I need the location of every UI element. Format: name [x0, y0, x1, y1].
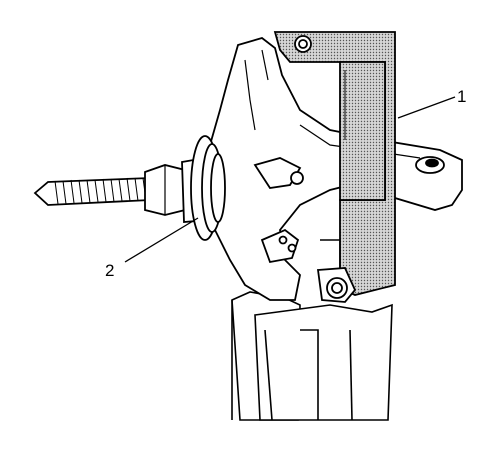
callout-2-label: 2 — [105, 261, 115, 280]
callout-1-label: 1 — [457, 87, 467, 106]
leader-line-2 — [124, 217, 199, 263]
steering-knuckle — [204, 37, 463, 301]
threaded-rod — [33, 177, 151, 206]
lower-support — [231, 291, 393, 421]
bearing-puller-assembly — [33, 135, 226, 241]
rod-threads — [54, 177, 147, 205]
leader-line-1 — [397, 96, 456, 119]
bracket-tool — [273, 31, 396, 303]
